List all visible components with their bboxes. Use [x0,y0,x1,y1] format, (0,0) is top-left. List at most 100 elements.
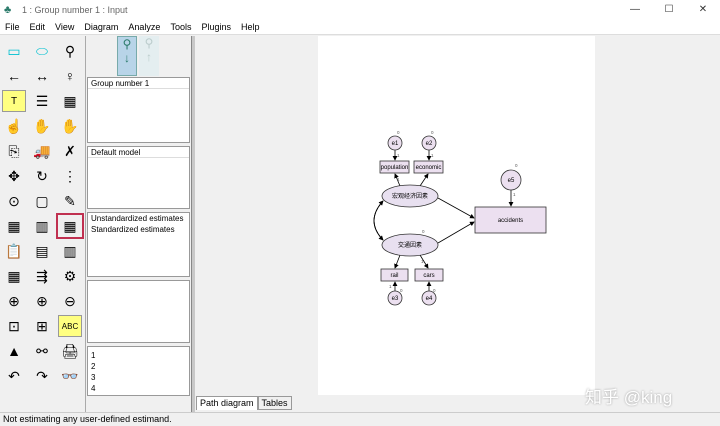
observed-population[interactable] [379,160,410,174]
view-output-button[interactable]: ⚲↑ [139,36,159,76]
path-weight: 1 [397,177,400,182]
menu-view[interactable]: View [55,21,75,32]
model-item[interactable]: Default model [88,147,189,158]
file-item[interactable]: 3 [91,373,96,382]
undo-icon[interactable]: ↶ [8,367,20,384]
e1-label: e1 [392,141,399,147]
menu-edit[interactable]: Edit [29,21,46,32]
title-icon[interactable]: T [2,90,26,112]
diagram-page[interactable] [318,36,595,395]
e1-variance: 0 [397,130,400,135]
loupe-icon[interactable]: ABC [58,315,82,337]
object-properties-icon[interactable]: ▦ [7,267,21,284]
e3-label: e3 [392,296,399,302]
economic-label: economic [416,165,442,171]
unique-variable-icon[interactable]: ♀ [64,68,76,84]
ellipse-icon[interactable]: ⬭ [36,42,48,59]
tab-tables[interactable]: Tables [257,396,292,410]
select-one-icon[interactable]: ☝ [5,117,23,134]
save-icon[interactable]: ▥ [63,242,77,259]
touch-up-icon[interactable]: ✎ [64,192,76,209]
multiple-group-icon[interactable]: ⚯ [36,342,48,359]
error-e5[interactable] [500,169,522,191]
zoom-in-icon[interactable]: ⊕ [36,292,48,309]
clipboard-icon[interactable]: 📋 [5,242,23,259]
standardized-estimates-item[interactable]: Standardized estimates [91,225,175,234]
latent-macroeconomic[interactable] [381,184,439,208]
window-title: 1 : Group number 1 : Input [22,4,128,15]
zoom-area-icon[interactable]: ⊕ [8,292,20,309]
path-weight: 1 [421,259,424,264]
print-icon[interactable]: 🖨 [61,342,79,359]
zoom-out-icon[interactable]: ⊖ [64,292,76,309]
list-variables-icon[interactable]: ☰ [35,92,49,109]
move-parameters-icon[interactable]: ⊙ [8,192,20,209]
view-input-button[interactable]: ⚲↓ [117,36,137,76]
shape-icon[interactable]: ✥ [8,167,20,184]
menu-help[interactable]: Help [240,21,260,32]
bayesian-icon[interactable]: ▲ [7,343,21,359]
e3-variance: 0 [400,288,403,293]
group-item[interactable]: Group number 1 [88,78,189,89]
error-e1[interactable] [387,135,403,151]
minimize-button[interactable]: — [630,4,640,15]
observed-accidents[interactable] [474,206,547,234]
watermark: 知乎 @king [585,388,673,407]
rectangle-icon[interactable]: ▭ [7,42,21,59]
panel-splitter[interactable] [191,36,195,412]
fit-page-icon[interactable]: ⊞ [36,317,48,334]
menu-tools[interactable]: Tools [170,21,192,32]
drag-properties-icon[interactable]: ⇶ [36,267,48,284]
select-all-icon[interactable]: ✋ [33,117,51,134]
rail-label: rail [390,273,398,279]
maximize-button[interactable]: ☐ [664,4,674,15]
calculate-estimates-icon[interactable]: ▦ [56,213,84,239]
e2-label: e2 [426,141,433,147]
unstandardized-estimates-item[interactable]: Unstandardized estimates [91,214,184,223]
latent-macroeconomic-label: 宏观经济因素 [392,192,428,200]
copy-icon[interactable]: ⎘ [8,142,20,159]
deselect-icon[interactable]: ✋ [61,117,79,134]
text-output-icon[interactable]: ▤ [35,242,49,259]
file-item[interactable]: 4 [91,384,96,393]
indicator-icon[interactable]: ⚲ [64,42,76,59]
analysis-properties-icon[interactable]: ▥ [35,217,49,234]
e5-variance: 0 [515,163,518,168]
close-button[interactable]: ✕ [698,4,708,15]
menu-file[interactable]: File [5,21,20,32]
search-icon[interactable]: 👓 [61,367,79,384]
side-panel: ⚲↓ ⚲↑ Group number 1 Default model Unsta… [87,36,191,412]
data-file-icon[interactable]: ▦ [7,217,21,234]
preserve-symmetry-icon[interactable]: ⚙ [63,267,77,284]
files-panel: 1 2 3 4 [87,346,190,396]
menu-diagram[interactable]: Diagram [84,21,119,32]
error-e3[interactable] [387,290,403,306]
file-item[interactable]: 1 [91,351,96,360]
move-icon[interactable]: 🚚 [33,142,51,159]
observed-cars[interactable] [414,268,444,282]
list-data-icon[interactable]: ▦ [63,92,77,109]
observed-rail[interactable] [380,268,409,282]
population-label: population [381,165,409,171]
e4-label: e4 [426,296,433,302]
error-e4[interactable] [421,290,437,306]
redo-icon[interactable]: ↷ [36,367,48,384]
menu-analyze[interactable]: Analyze [128,21,161,32]
title-bar: ♣ 1 : Group number 1 : Input — ☐ ✕ [0,0,720,19]
erase-icon[interactable]: ✗ [64,142,76,159]
double-arrow-icon[interactable]: ↔ [35,68,49,84]
accidents-label: accidents [498,218,523,224]
observed-economic[interactable] [413,160,444,174]
e4-variance: 0 [433,288,436,293]
toolbox: ▭ ⬭ ⚲ ← ↔ ♀ T ☰ ▦ ☝ ✋ ✋ ⎘ 🚚 ✗ ✥ ↻ ⋮ ⊙ ▢ ✎ ▦ ▥ ▦ 📋 ▤ ▥ ▦ ⇶ ⚙ ⊕ ⊕ ⊖ ⊡ ⊞ ABC ▲ ⚯… [0,36,86,412]
error-e2[interactable] [421,135,437,151]
scroll-icon[interactable]: ▢ [35,192,49,209]
reflect-icon[interactable]: ⋮ [63,167,77,184]
rotate-icon[interactable]: ↻ [36,167,48,184]
zoom-page-icon[interactable]: ⊡ [8,317,20,334]
single-arrow-icon[interactable]: ← [7,68,21,84]
menu-plugins[interactable]: Plugins [201,21,231,32]
latent-traffic[interactable] [381,233,439,257]
file-item[interactable]: 2 [91,362,96,371]
tab-path-diagram[interactable]: Path diagram [196,396,258,410]
